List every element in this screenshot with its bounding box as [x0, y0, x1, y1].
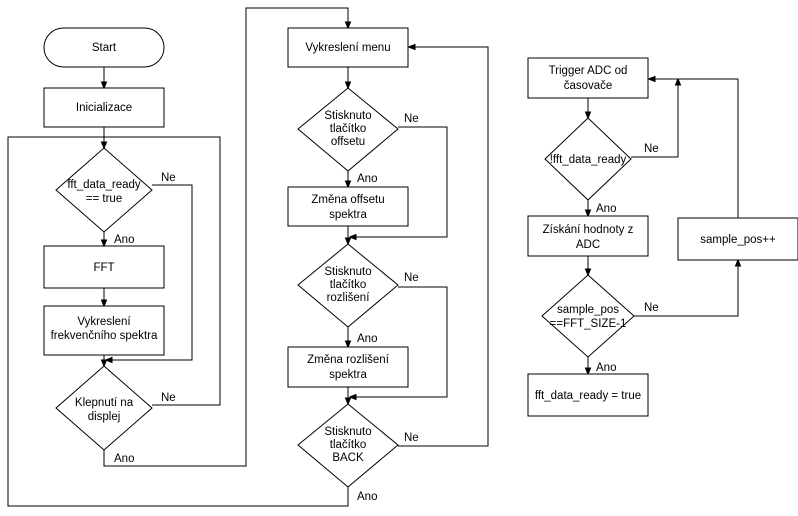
node-change-offset-line-2: spektra [329, 209, 367, 221]
node-set-ready-label: fft_data_ready = true [535, 390, 641, 402]
node-trigger-adc-line-1: Trigger ADC od [549, 65, 628, 77]
decision-offset-line-2: tlačítko [330, 123, 366, 135]
node-change-resolution-line-2: spektra [329, 369, 367, 381]
decision-resolution-line-1: Stisknuto [324, 266, 371, 278]
node-change-offset: Změna offsetu spektra [287, 186, 409, 227]
label-ne-resolution: Ne [404, 272, 419, 284]
node-change-offset-line-1: Změna offsetu [311, 194, 384, 206]
label-ne-ifft: Ne [644, 143, 659, 155]
decision-sample-pos: sample_pos ==FFT_SIZE-1 [541, 274, 635, 358]
node-fft-label: FFT [93, 262, 114, 274]
label-ne-back: Ne [404, 432, 419, 444]
decision-resolution-line-3: rozlišení [327, 292, 371, 304]
decision-ifft-ready: !fft_data_ready [544, 117, 632, 201]
decision-back-line-3: BACK [332, 452, 364, 464]
decision-fft-ready-line-2: == true [86, 193, 122, 205]
label-ano-ifft: Ano [596, 203, 616, 215]
label-ne-offset: Ne [404, 113, 419, 125]
decision-fft-ready: fft_data_ready == true [55, 147, 153, 233]
node-get-adc-line-2: ADC [576, 239, 600, 251]
edges-adc [588, 79, 738, 374]
node-increment: sample_pos++ [677, 217, 798, 261]
node-start-label: Start [92, 42, 117, 54]
edge-labels: Ne Ano Ne Ano Ne Ano Ne Ano Ne Ano Ne An… [114, 113, 659, 503]
label-ano-touch: Ano [114, 453, 134, 465]
label-ano-back: Ano [357, 491, 377, 503]
node-change-resolution-line-1: Změna rozlišení [307, 354, 390, 366]
label-ano-fft-ready: Ano [114, 234, 134, 246]
label-ano-sample: Ano [596, 362, 616, 374]
decision-offset-line-1: Stisknuto [324, 110, 371, 122]
node-draw-spectrum-line-1: Vykreslení [77, 316, 131, 328]
label-ne-touch: Ne [161, 392, 176, 404]
node-get-adc-line-1: Získání hodnoty z [543, 224, 634, 236]
edges-menu [348, 47, 489, 447]
node-start: Start [43, 27, 165, 68]
decision-offset: Stisknuto tlačítko offsetu [297, 87, 399, 172]
decision-touch: Klepnutí na displej [55, 365, 153, 451]
decision-fft-ready-line-1: fft_data_ready [67, 179, 141, 191]
node-init-label: Inicializace [76, 102, 132, 114]
decision-back: Stisknuto tlačítko BACK [297, 403, 399, 488]
node-fft: FFT [43, 245, 165, 289]
decision-back-line-2: tlačítko [330, 439, 366, 451]
label-ano-resolution: Ano [357, 333, 377, 345]
node-get-adc: Získání hodnoty z ADC [527, 215, 649, 257]
node-draw-spectrum: Vykreslení frekvenčního spektra [43, 305, 165, 356]
decision-offset-line-3: offsetu [331, 136, 365, 148]
decision-resolution: Stisknuto tlačítko rozlišení [297, 243, 399, 328]
node-draw-spectrum-line-2: frekvenčního spektra [51, 330, 158, 342]
node-draw-menu-label: Vykreslení menu [305, 42, 390, 54]
node-increment-label: sample_pos++ [700, 234, 776, 246]
node-init: Inicializace [43, 87, 165, 128]
label-ne-sample: Ne [644, 302, 659, 314]
node-set-ready: fft_data_ready = true [527, 373, 649, 417]
decision-back-line-1: Stisknuto [324, 426, 371, 438]
decision-sample-pos-line-2: ==FFT_SIZE-1 [550, 318, 627, 330]
node-change-resolution: Změna rozlišení spektra [287, 346, 409, 388]
node-trigger-adc: Trigger ADC od časovače [527, 57, 649, 99]
decision-touch-line-2: displej [88, 411, 121, 423]
label-ne-fft-ready: Ne [161, 172, 176, 184]
decision-sample-pos-line-1: sample_pos [557, 304, 619, 316]
node-draw-menu: Vykreslení menu [287, 27, 409, 68]
decision-resolution-line-2: tlačítko [330, 279, 366, 291]
decision-ifft-ready-label: !fft_data_ready [550, 154, 627, 166]
node-trigger-adc-line-2: časovače [564, 80, 613, 92]
label-ano-offset: Ano [357, 173, 377, 185]
decision-touch-line-1: Klepnutí na [75, 397, 134, 409]
